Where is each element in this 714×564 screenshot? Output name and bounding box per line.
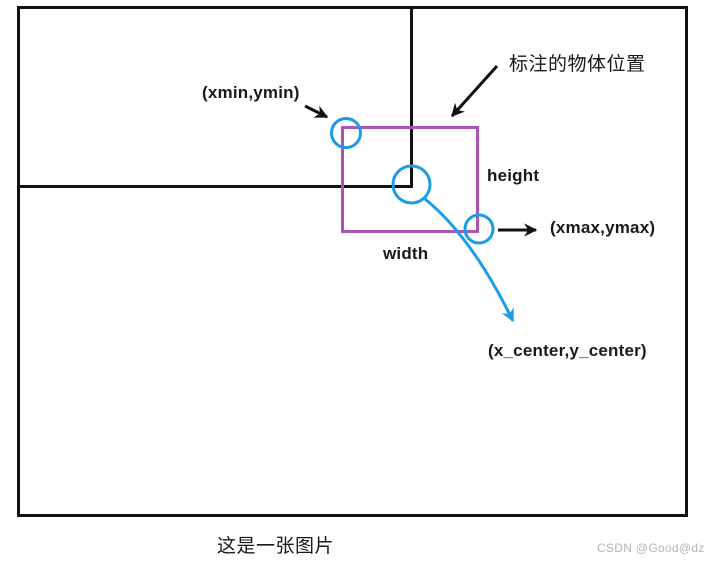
min-corner-arrow — [304, 104, 329, 119]
annotated-object-callout-label: 标注的物体位置 — [509, 54, 646, 75]
bounding-box — [341, 126, 479, 233]
min-corner-marker — [330, 117, 362, 149]
max-corner-label: (xmax,ymax) — [550, 218, 656, 237]
center-marker — [391, 164, 432, 205]
width-label: width — [383, 244, 429, 263]
height-label: height — [487, 166, 540, 185]
image-caption: 这是一张图片 — [217, 536, 335, 557]
callout-arrow — [450, 64, 499, 118]
center-label: (x_center,y_center) — [488, 341, 647, 360]
max-corner-marker — [463, 213, 495, 245]
min-corner-label: (xmin,ymin) — [202, 83, 300, 102]
watermark: CSDN @Good@dz — [597, 541, 705, 555]
inner-object-outline — [17, 7, 413, 188]
image-frame — [17, 6, 688, 517]
center-arrow — [424, 197, 515, 323]
